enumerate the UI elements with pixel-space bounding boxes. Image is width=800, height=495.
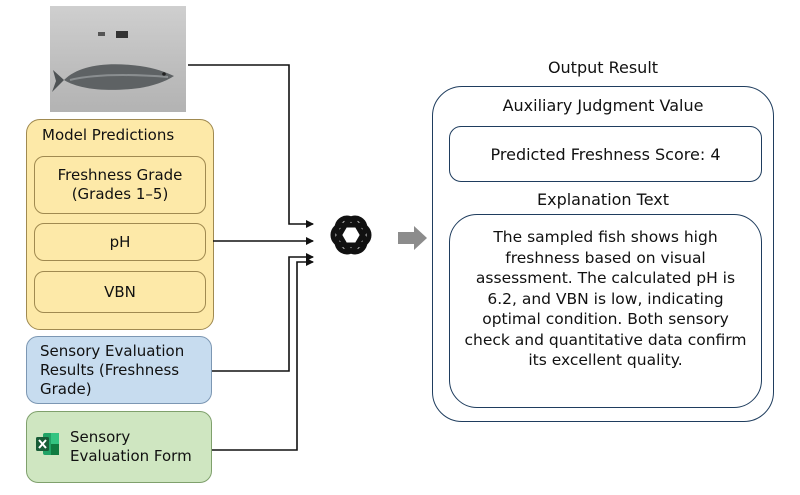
connector-photo [188,64,314,228]
tag-mark [116,31,128,38]
sensory-evaluation-results-label: Sensory Evaluation Results (Freshness Gr… [40,342,185,398]
vbn-box: VBN [34,271,206,313]
freshness-grade-box: Freshness Grade (Grades 1–5) [34,156,206,214]
explanation-text: The sampled fish shows high freshness ba… [464,228,747,369]
gray-arrow-icon [398,226,427,250]
connector-sensory-form [212,258,314,451]
sensory-evaluation-form-label: Sensory Evaluation Form [70,428,192,465]
sensory-evaluation-results-box: Sensory Evaluation Results (Freshness Gr… [26,336,212,404]
excel-icon [36,431,60,461]
fish-image [52,31,174,92]
output-result-box [432,86,774,422]
openai-logo-icon [330,215,372,255]
ph-label: pH [109,232,131,251]
predicted-score-box: Predicted Freshness Score: 4 [449,126,762,182]
freshness-grade-label: Freshness Grade (Grades 1–5) [57,166,183,203]
predicted-score-text: Predicted Freshness Score: 4 [490,144,721,164]
explanation-title: Explanation Text [536,190,670,209]
vbn-label: VBN [104,282,136,301]
output-result-title: Output Result [547,58,659,77]
model-predictions-title: Model Predictions [42,126,175,144]
fish-photo [50,6,186,112]
ph-box: pH [34,223,206,261]
ruler-mark [98,32,105,36]
auxiliary-judgment-title: Auxiliary Judgment Value [502,96,704,115]
connector-sensory-results [212,253,314,372]
explanation-box: The sampled fish shows high freshness ba… [449,214,762,408]
